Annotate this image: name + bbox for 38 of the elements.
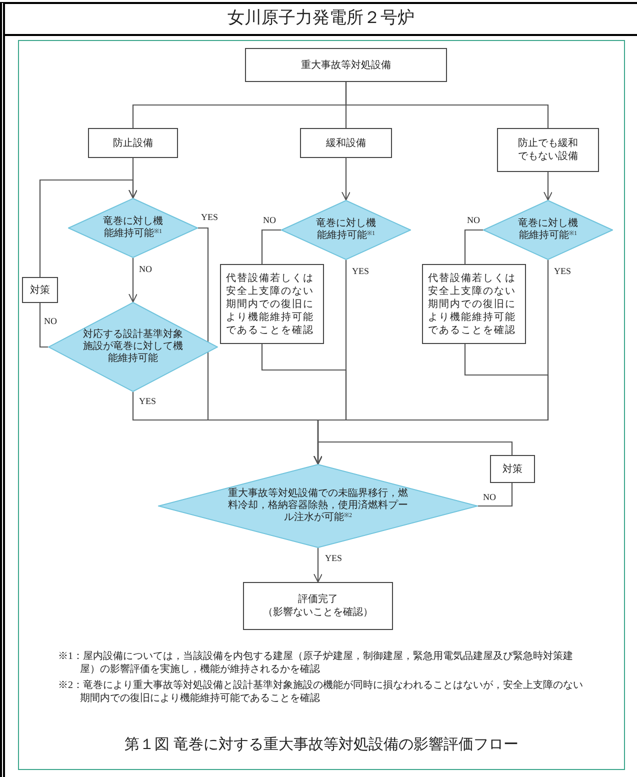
process-box: 評価完了 （影響ないことを確認）: [243, 582, 393, 630]
arrow: [544, 172, 552, 200]
edge-label: YES: [200, 212, 220, 222]
edge-label: NO: [482, 492, 497, 502]
decision-text: 竜巻に対し機能維持可能$^{※1}$: [315, 218, 377, 242]
edge-label: NO: [43, 316, 58, 326]
edge-label: YES: [351, 266, 370, 276]
process-box: 防止設備: [88, 128, 178, 158]
edge-label: NO: [262, 215, 277, 225]
connector-line: [478, 483, 513, 507]
arrow: [128, 258, 138, 302]
decision-text: 重大事故等対処設備での未臨界移行，燃料冷却，格納容器除熱，使用済燃料プール注水が可能$^{※2}$: [227, 488, 409, 524]
footnote: ※1：屋内設備については，当該設備を内包する建屋（原子炉建屋，制御建屋，緊急用電気品建屋及び緊急時対策建屋）の影響評価を実施し，機能が維持されるかを確認: [58, 650, 574, 676]
edge-label: YES: [324, 553, 344, 563]
title: 女川原子力発電所２号炉: [226, 7, 416, 29]
caption: 第１図 竜巻に対する重大事故等対処設備の影響評価フロー: [124, 735, 520, 755]
arrow: [342, 158, 350, 200]
decision-text: 竜巻に対し機能維持可能$^{※1}$: [517, 218, 579, 242]
process-box: 緩和設備: [300, 128, 392, 158]
footnote: ※2：竜巻により重大事故等対処設備と設計基準対象施設の機能が同時に損なわれることはないが，安全上支障のない期間内での復旧により機能維持可能であることを確認: [58, 679, 584, 705]
decision-text: 竜巻に対し機能維持可能$^{※1}$: [102, 216, 164, 240]
connector-line: [261, 229, 281, 264]
process-box: 代替設備若しくは安全上支障のない期間内での復旧により機能維持可能であることを確認: [220, 264, 324, 344]
arrow: [314, 548, 322, 582]
process-box: 対策: [22, 277, 58, 303]
edge-label: NO: [138, 264, 153, 274]
edge-label: YES: [553, 266, 572, 276]
connector-line: [39, 303, 48, 348]
edge-label: YES: [138, 396, 158, 406]
connector-line: [345, 82, 549, 128]
process-box: 防止でも緩和でもない設備: [497, 128, 599, 172]
process-box: 代替設備若しくは安全上支障のない期間内での復旧により機能維持可能であることを確認: [422, 264, 526, 344]
edge-label: NO: [466, 215, 481, 225]
arrow: [39, 179, 138, 277]
decision-text: 対応する設計基準対象施設が竜巻に対して機能維持可能: [82, 329, 184, 365]
connector-line: [464, 229, 483, 264]
process-box: 重大事故等対処設備: [245, 48, 447, 82]
process-box: 対策: [490, 455, 535, 483]
